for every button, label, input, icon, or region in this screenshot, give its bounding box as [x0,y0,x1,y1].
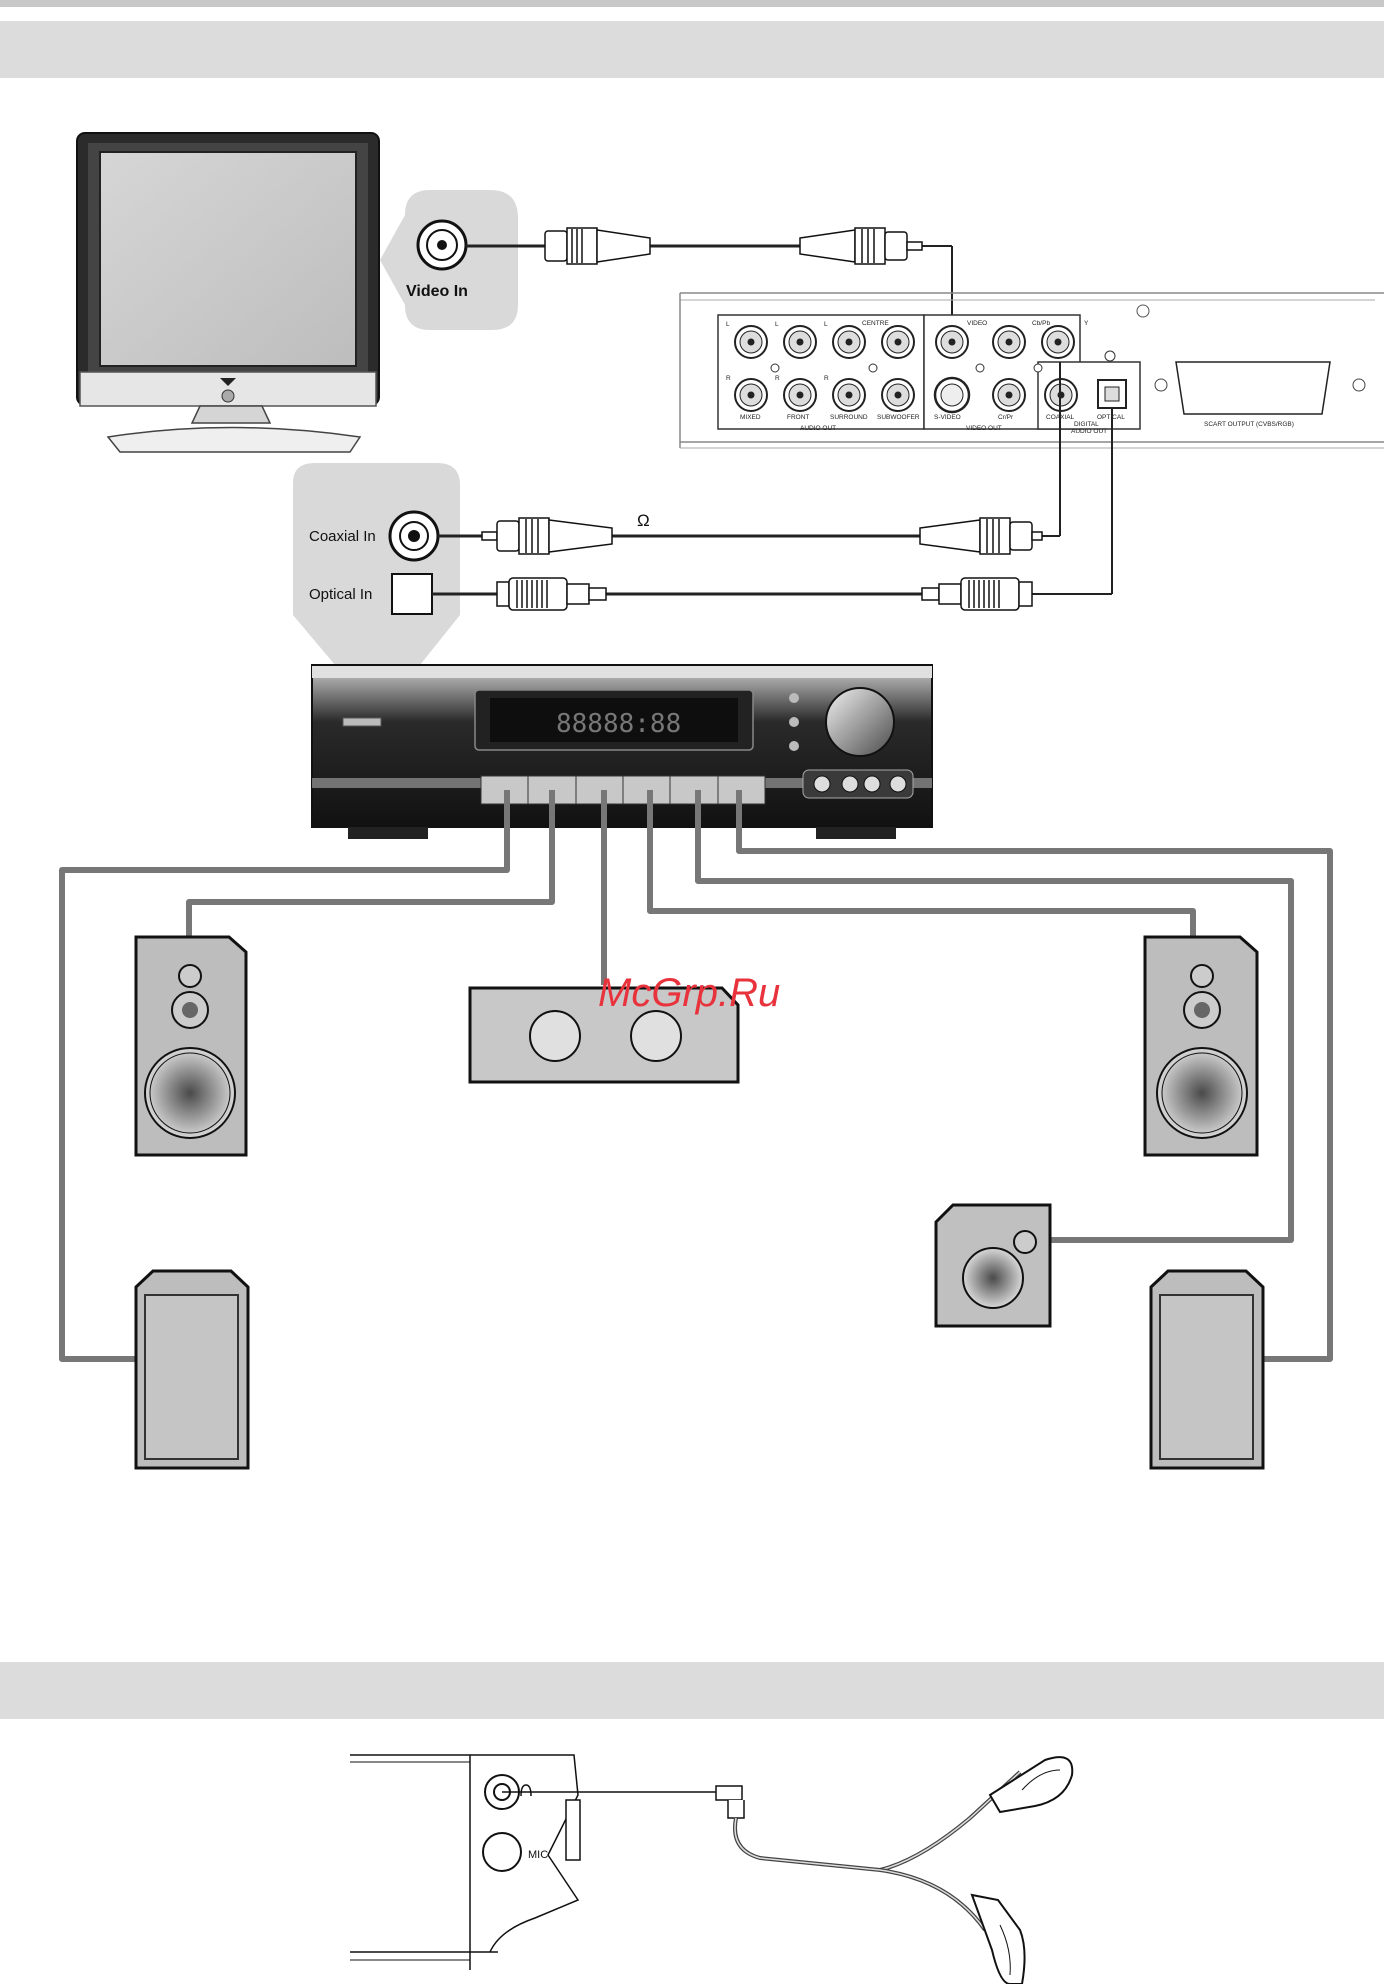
optical-plug-right [922,578,1032,610]
headphone-icon [521,1785,531,1796]
av-amplifier: 88888:88 [312,665,932,839]
video-in-label: Video In [406,283,468,300]
video-plug-left [545,228,650,264]
subwoofer [936,1205,1050,1326]
front-left-speaker [136,937,246,1155]
optical-in-label: Optical In [309,586,372,603]
svg-text:88888:88: 88888:88 [556,709,681,739]
dvd-label-r1: R [726,375,731,382]
dvd-label-cb-pb: Cb/Pb [1032,320,1050,327]
amplifier-input-callout: Coaxial In Optical In [293,463,460,665]
dvd-label-s-video: S-VIDEO [934,414,961,421]
dvd-label-cr-pr: Cr/Pr [998,414,1014,421]
coaxial-plug-right [920,518,1042,554]
optical-plug-left [497,578,606,610]
headphone-jack-panel: MIC [350,1755,580,1970]
tv-monitor [77,133,379,452]
dvd-label-surround: SURROUND [830,414,868,421]
dvd-label-mixed: MIXED [740,414,761,421]
video-plug-right [800,228,922,264]
surround-left-speaker [136,1271,248,1468]
watermark: McGrp.Ru [598,971,780,1015]
dvd-label-front: FRONT [787,414,809,421]
surround-right-speaker [1151,1271,1263,1468]
earbud-bottom [972,1895,1025,1984]
tv-video-in-callout: Video In [380,190,518,330]
scart-connector: SCART OUTPUT (CVBS/RGB) [1155,362,1365,428]
dvd-label-y: Y [1084,320,1089,327]
front-right-speaker [1145,937,1257,1155]
optical-cable [432,408,1112,594]
dvd-label-audio-out: AUDIO OUT [800,425,836,432]
tv-screen [100,152,356,366]
dvd-label-video: VIDEO [967,320,987,327]
coaxial-plug-left [482,518,612,554]
dvd-label-r3: R [824,375,829,382]
cable-symbol: Ω [637,511,650,530]
earbud-top [990,1757,1072,1812]
dvd-label-l2: L [775,321,779,328]
dvd-label-centre: CENTRE [862,320,889,327]
dvd-label-l1: L [726,321,730,328]
dvd-label-digital: DIGITAL [1074,421,1099,428]
dvd-label-r2: R [775,375,780,382]
dvd-rear-panel: L L L CENTRE VIDEO Cb/Pb Y R R R MIXED F… [680,293,1384,448]
dvd-label-scart: SCART OUTPUT (CVBS/RGB) [1204,421,1294,428]
dvd-label-l3: L [824,321,828,328]
dvd-label-video-out: VIDEO OUT [966,425,1002,432]
mic-label: MIC [528,1849,548,1861]
dvd-label-digital-audio-out: AUDIO OUT [1071,428,1107,435]
dvd-label-subwoofer: SUBWOOFER [877,414,920,421]
coaxial-in-label: Coaxial In [309,528,376,545]
